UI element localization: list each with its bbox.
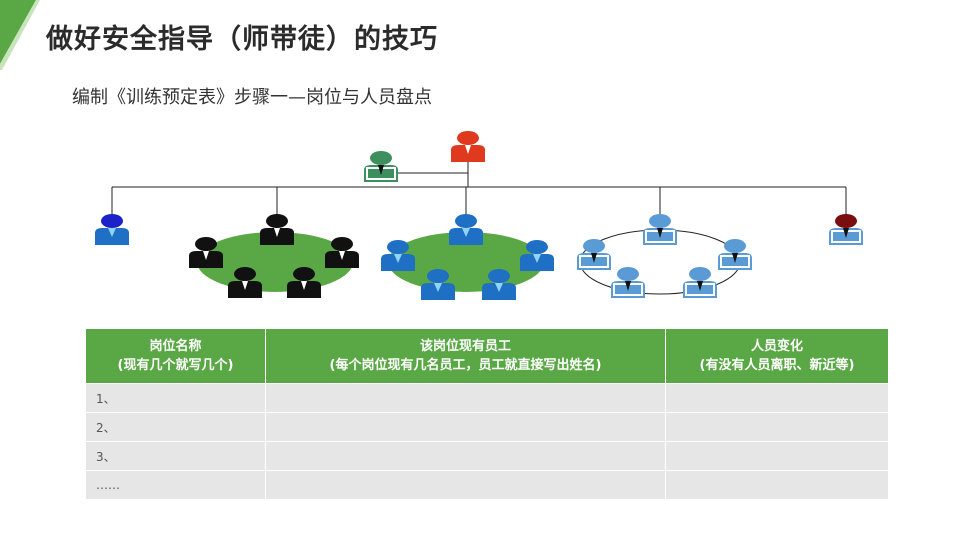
- header-note: (有没有人员离职、新近等): [699, 358, 855, 373]
- header-note: (现有几个就写几个): [117, 358, 234, 373]
- table-cell[interactable]: [665, 383, 889, 413]
- table-cell[interactable]: [265, 412, 666, 442]
- header-staff-change: 人员变化 (有没有人员离职、新近等): [665, 328, 889, 384]
- training-plan-table: 岗位名称 (现有几个就写几个) 该岗位现有员工 (每个岗位现有几名员工，员工就直…: [85, 328, 889, 500]
- page-title: 做好安全指导（师带徒）的技巧: [46, 24, 438, 55]
- corner-decoration: [0, 0, 40, 70]
- page-subtitle: 编制《训练预定表》步骤一—岗位与人员盘点: [72, 87, 432, 108]
- person-red-icon: [451, 131, 485, 162]
- header-current-staff: 该岗位现有员工 (每个岗位现有几名员工，员工就直接写出姓名): [265, 328, 666, 384]
- person-darkred-icon: [829, 214, 863, 245]
- org-diagram: [95, 131, 863, 300]
- table-cell[interactable]: 2、: [85, 412, 266, 442]
- table-cell[interactable]: 1、: [85, 383, 266, 413]
- table-row: 2、: [85, 412, 889, 442]
- table-cell[interactable]: [665, 470, 889, 500]
- connector-lines: [111, 162, 847, 215]
- table-cell[interactable]: [665, 412, 889, 442]
- table-header-row: 岗位名称 (现有几个就写几个) 该岗位现有员工 (每个岗位现有几名员工，员工就直…: [85, 328, 889, 384]
- person-blue-group-icon: [381, 214, 554, 300]
- person-black-icon: [189, 214, 359, 298]
- header-title: 该岗位现有员工: [419, 339, 511, 354]
- header-title: 岗位名称: [149, 339, 202, 354]
- table-row: ……: [85, 470, 889, 500]
- table-cell[interactable]: ……: [85, 470, 266, 500]
- header-note: (每个岗位现有几名员工，员工就直接写出姓名): [329, 358, 602, 373]
- table-cell[interactable]: [265, 383, 666, 413]
- person-blue-icon: [95, 214, 129, 245]
- table-cell[interactable]: [665, 441, 889, 471]
- table-row: 1、: [85, 383, 889, 413]
- person-lightblue-icon: [577, 214, 752, 298]
- header-title: 人员变化: [750, 339, 803, 354]
- table-row: 3、: [85, 441, 889, 471]
- header-position-name: 岗位名称 (现有几个就写几个): [85, 328, 266, 384]
- person-green-icon: [364, 151, 398, 182]
- table-cell[interactable]: 3、: [85, 441, 266, 471]
- table-cell[interactable]: [265, 470, 666, 500]
- table-cell[interactable]: [265, 441, 666, 471]
